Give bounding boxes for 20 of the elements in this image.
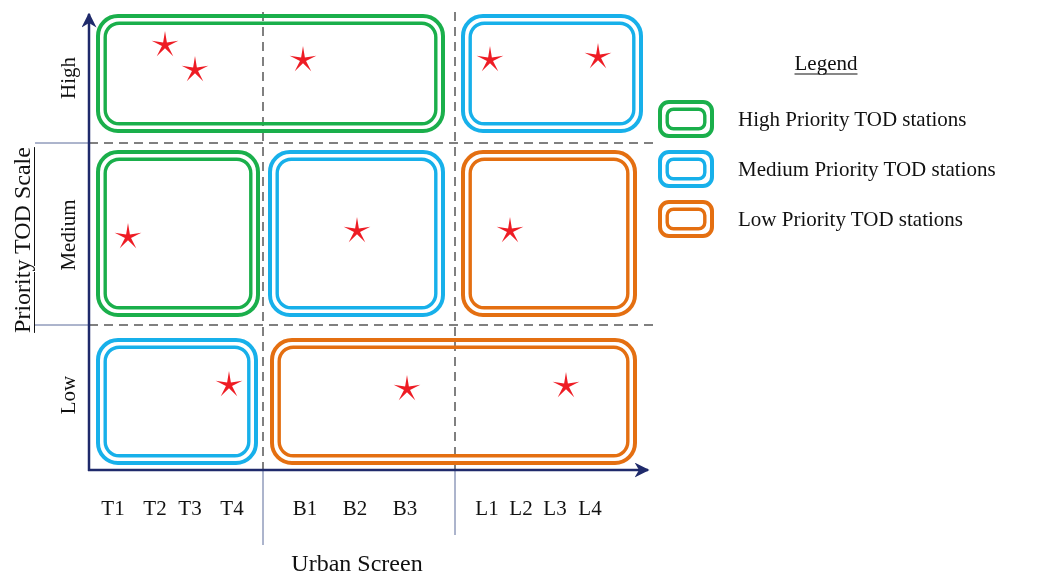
axis-label: Low	[57, 375, 79, 415]
tick-label: B3	[392, 497, 418, 519]
tick-label: B2	[342, 497, 368, 519]
tick-label: L2	[509, 497, 533, 519]
axis-title: Urban Screen	[291, 551, 423, 573]
legend-label: High Priority TOD stations	[738, 108, 967, 130]
tick-label: B1	[292, 497, 318, 519]
legend-label: Medium Priority TOD stations	[738, 158, 996, 180]
legend-title: Legend	[794, 52, 858, 74]
tick-label: T4	[220, 497, 244, 519]
axis-title: Priority TOD Scale	[10, 147, 34, 333]
tick-label: T3	[178, 497, 202, 519]
tick-label: L4	[578, 497, 602, 519]
axis-label: High	[57, 57, 79, 99]
tick-label: T1	[101, 497, 125, 519]
legend-label: Low Priority TOD stations	[738, 208, 963, 230]
tick-label: L1	[475, 497, 499, 519]
tick-label: L3	[543, 497, 567, 519]
tick-label: T2	[143, 497, 167, 519]
axis-label: Medium	[57, 199, 79, 271]
